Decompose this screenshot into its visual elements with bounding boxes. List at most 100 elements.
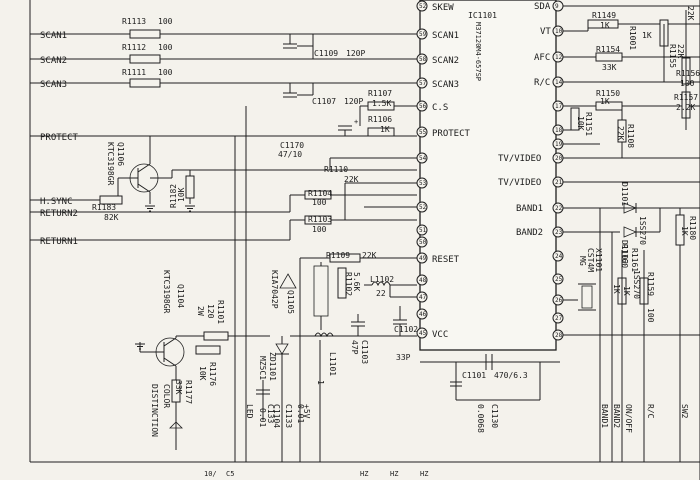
semi-labels: Q1106 KTC3198GR Q1104 KTC3198GR Q1105 KI… xyxy=(106,142,647,381)
r1104-ref: R1104 xyxy=(308,189,332,198)
r1111-ref: R1111 xyxy=(122,68,146,77)
r1176-ref: R1176 xyxy=(208,362,217,386)
q1104-ref: Q1104 xyxy=(176,284,185,308)
r1103-ref: R1103 xyxy=(308,215,332,224)
zd1101-ref: ZD1101 xyxy=(268,352,277,381)
r1107-ref: R1107 xyxy=(368,89,392,98)
ic1101-ref: IC1101 xyxy=(468,11,497,20)
pin-band2-num: 23 xyxy=(555,229,563,236)
r1156-ref: R1156 xyxy=(676,69,700,78)
frame xyxy=(29,0,700,480)
q1105-part: KIA7042P xyxy=(270,270,279,309)
r1160-ref: R1160 xyxy=(620,244,629,268)
pin-vcc-num: 45 xyxy=(419,330,427,337)
r1101-ref: R1101 xyxy=(216,300,225,324)
edge-label-2: C5 xyxy=(226,470,234,478)
ic1101-part: M37120M4-657SP xyxy=(474,22,482,81)
r1103-value: 100 xyxy=(312,225,327,234)
pin-26-num: 26 xyxy=(555,297,563,304)
left-wiring: + xyxy=(30,29,417,462)
d1101-ref: D1101 xyxy=(620,182,629,206)
r1177-value: 33K xyxy=(174,380,183,395)
pin-sda-label: SDA xyxy=(534,2,551,12)
pin-scan2-num: 58 xyxy=(419,56,427,63)
c1102-ref: C1102 xyxy=(394,325,418,334)
pin-tvvideo1-num: 20 xyxy=(555,155,563,162)
r1111-value: 100 xyxy=(158,68,173,77)
pin-25-num: 25 xyxy=(555,276,563,283)
conn-sw2: SW2 xyxy=(680,404,689,419)
pin-28-num: 28 xyxy=(555,332,563,339)
r1151-ref: R1151 xyxy=(584,112,593,136)
r1180-value: 1K xyxy=(680,226,689,236)
conn-scan1: SCAN1 xyxy=(40,31,67,41)
right-wiring xyxy=(420,5,700,462)
pin-19-num: 19 xyxy=(555,141,563,148)
l1101-ref: L1101 xyxy=(328,352,337,376)
pin-reset-num: 49 xyxy=(419,255,427,262)
r1151-value: 10K xyxy=(576,116,585,131)
ic1101-body xyxy=(419,0,557,351)
edge-label-3: HZ xyxy=(360,470,368,478)
pin-50-num: 50 xyxy=(419,239,427,246)
pin-afc-label: AFC xyxy=(534,53,550,63)
r1101-value: 120 xyxy=(206,304,215,319)
pin-protect-num: 55 xyxy=(419,129,427,136)
c1109-value: 120P xyxy=(346,49,365,58)
r1161-value: 1K xyxy=(622,286,631,296)
r1110-ref: R1110 xyxy=(324,165,348,174)
capacitor-labels: C1109 120P C1107 120P C1170 47/10 C1103 … xyxy=(258,49,528,433)
conn-return1: RETURN1 xyxy=(40,237,78,247)
q1105-ref: Q1105 xyxy=(286,290,295,314)
edge-label-1: 10/ xyxy=(204,470,217,478)
pin-scan3-num: 57 xyxy=(419,80,427,87)
c1101-ref: C1101 xyxy=(462,371,486,380)
c1170-value: 47/10 xyxy=(278,150,302,159)
q1106-ref: Q1106 xyxy=(116,142,125,166)
r1106-value: 1K xyxy=(380,125,390,134)
r1177-ref: R1177 xyxy=(184,380,193,404)
r1110-value: 22K xyxy=(344,175,359,184)
pin-tvvideo2-label: TV/VIDEO xyxy=(498,178,541,188)
pin-47-num: 47 xyxy=(419,294,427,301)
pin-cs-label: C.S xyxy=(432,103,448,113)
r1160-value: 1K xyxy=(612,284,621,294)
c1130-ref: C1130 xyxy=(490,404,499,428)
r1113-ref: R1113 xyxy=(122,17,146,26)
conn-band2: BAND2 xyxy=(612,404,621,428)
x1101-ref: X1101 xyxy=(594,248,603,272)
r1183-ref: R1183 xyxy=(92,203,116,212)
r1180-ref: R1180 xyxy=(688,216,697,240)
pin-band1-num: 22 xyxy=(555,205,563,212)
r1109-ref: R1109 xyxy=(326,251,350,260)
r1150-value: 1K xyxy=(600,97,610,106)
conn-return2: RETURN2 xyxy=(40,209,78,219)
conn-c133: C133 xyxy=(266,404,275,423)
r1155-value: 22K xyxy=(676,44,685,59)
pin-scan3-label: SCAN3 xyxy=(432,80,459,90)
r1150-ref: R1150 xyxy=(596,89,620,98)
pin-48-num: 48 xyxy=(419,277,427,284)
r1159-ref: R1159 xyxy=(646,272,655,296)
r1104-value: 100 xyxy=(312,198,327,207)
pin-54-num: 54 xyxy=(419,155,427,162)
conn-hsync: H.SYNC xyxy=(40,197,73,207)
pin-skew-num: 52 xyxy=(419,3,427,10)
r1155-ref: R1155 xyxy=(668,44,677,68)
r1102-ref: R1102 xyxy=(344,272,353,296)
r1176-value: 10K xyxy=(198,366,207,381)
r1182-value: 10K xyxy=(177,187,186,202)
conn-5v: +5V xyxy=(302,404,311,419)
svg-text:+: + xyxy=(354,118,358,126)
pin-46-num: 46 xyxy=(419,311,427,318)
r1101-extra: 2W xyxy=(196,306,205,316)
r1108-ref: R1108 xyxy=(626,124,635,148)
c1107-ref: C1107 xyxy=(312,97,336,106)
pin-protect-label: PROTECT xyxy=(432,129,471,139)
d1102-ref: D1102 xyxy=(620,240,629,264)
c1130-value: 0.0068 xyxy=(476,404,485,433)
c1103-value: 47P xyxy=(350,340,359,355)
r1159-value: 100 xyxy=(646,308,655,323)
conn-rc: R/C xyxy=(646,404,655,419)
c1104-ref: C1104 xyxy=(272,404,281,428)
